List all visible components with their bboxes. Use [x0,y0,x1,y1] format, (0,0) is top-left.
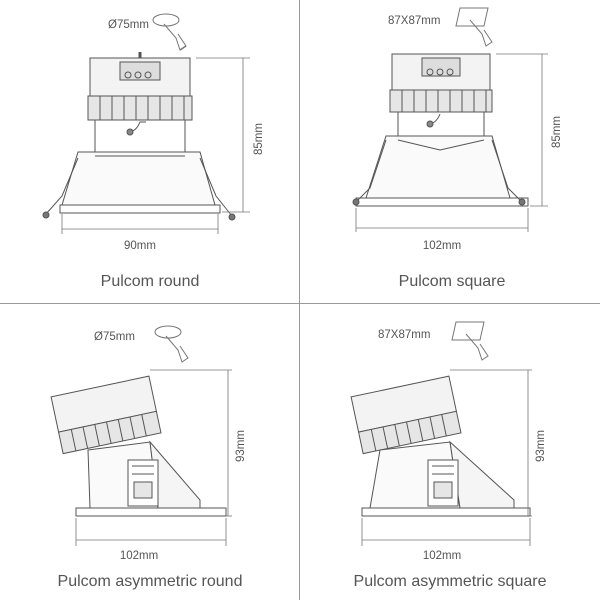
panel-caption: Pulcom asymmetric square [354,573,547,590]
panel-drawing: 87X87mm [350,321,547,590]
height-dimension [450,369,532,517]
panel-caption: Pulcom asymmetric round [58,573,243,590]
round-cutout-icon [152,13,187,51]
horizontal-divider [0,303,600,304]
panel-pulcom-round: Ø75mm [0,0,300,300]
panel-caption: Pulcom round [101,273,200,290]
width-label: 90mm [124,240,156,252]
width-label: 102mm [423,550,461,562]
downlight-body [352,53,529,207]
panel-pulcom-asymmetric-square: 87X87mm [300,300,600,600]
width-dimension [355,208,529,232]
downlight-body [42,52,236,221]
panel-drawing: Ø75mm [42,13,265,290]
round-cutout-icon [154,325,189,363]
square-cutout-icon [455,7,493,47]
width-label: 102mm [120,550,158,562]
cutout-label: 87X87mm [388,15,440,27]
panel-drawing: Ø75mm [50,325,247,590]
panel-pulcom-square: 87X87mm [300,0,600,300]
height-dimension [196,57,250,213]
tilted-downlight-body [50,375,227,517]
cutout-label: Ø75mm [108,19,149,31]
width-label: 102mm [423,240,461,252]
square-cutout-icon [451,321,489,361]
cutout-label: 87X87mm [378,329,430,341]
height-dimension [496,53,548,207]
panel-pulcom-asymmetric-round: Ø75mm [0,300,300,600]
tilted-downlight-body [350,375,531,517]
height-label: 93mm [535,430,547,462]
width-dimension [75,518,227,546]
width-dimension [361,518,531,546]
vertical-divider [299,0,300,600]
height-label: 85mm [253,123,265,155]
height-dimension [150,369,232,517]
height-label: 93mm [235,430,247,462]
panel-caption: Pulcom square [399,273,506,290]
cutout-label: Ø75mm [94,331,135,343]
height-label: 85mm [551,116,563,148]
panel-drawing: 87X87mm [352,7,563,290]
width-dimension [61,214,219,234]
